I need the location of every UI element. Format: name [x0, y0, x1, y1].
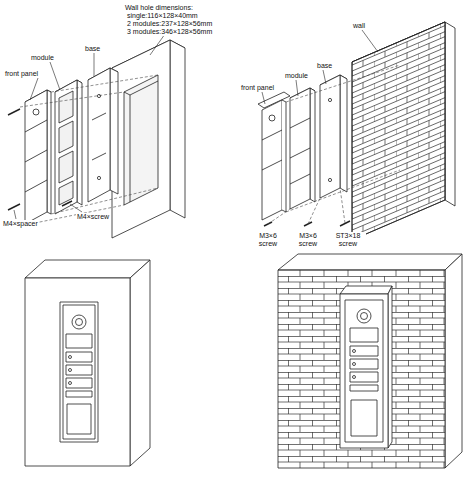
part-label: M3×6 screw	[252, 232, 284, 248]
flush-mount-installed	[25, 260, 150, 466]
assembly-guide-lines	[268, 65, 400, 224]
part-label: M4×spacer	[2, 220, 39, 228]
part-label: front panel	[240, 84, 275, 92]
part-label: 2 modules:237×128×56mm	[126, 20, 213, 28]
part-label: module	[284, 72, 309, 80]
part-label: Wall hole dimensions:	[124, 4, 194, 12]
part-label: 3 modules:346×128×56mm	[126, 28, 213, 36]
surface-mount-installed	[278, 254, 462, 468]
surface-mount-exploded	[258, 22, 455, 240]
part-label: front panel	[4, 70, 39, 78]
leader-lines	[14, 30, 378, 219]
part-label: M4×screw	[76, 213, 110, 221]
part-label: base	[84, 45, 101, 53]
part-label: wall	[352, 22, 366, 30]
assembly-guide-lines	[20, 75, 158, 226]
part-label: base	[316, 62, 333, 70]
part-label: single:116×128×40mm	[126, 12, 199, 20]
part-label: ST3×18 screw	[330, 232, 366, 248]
part-label: module	[30, 54, 55, 62]
part-label: M3×6 screw	[292, 232, 324, 248]
